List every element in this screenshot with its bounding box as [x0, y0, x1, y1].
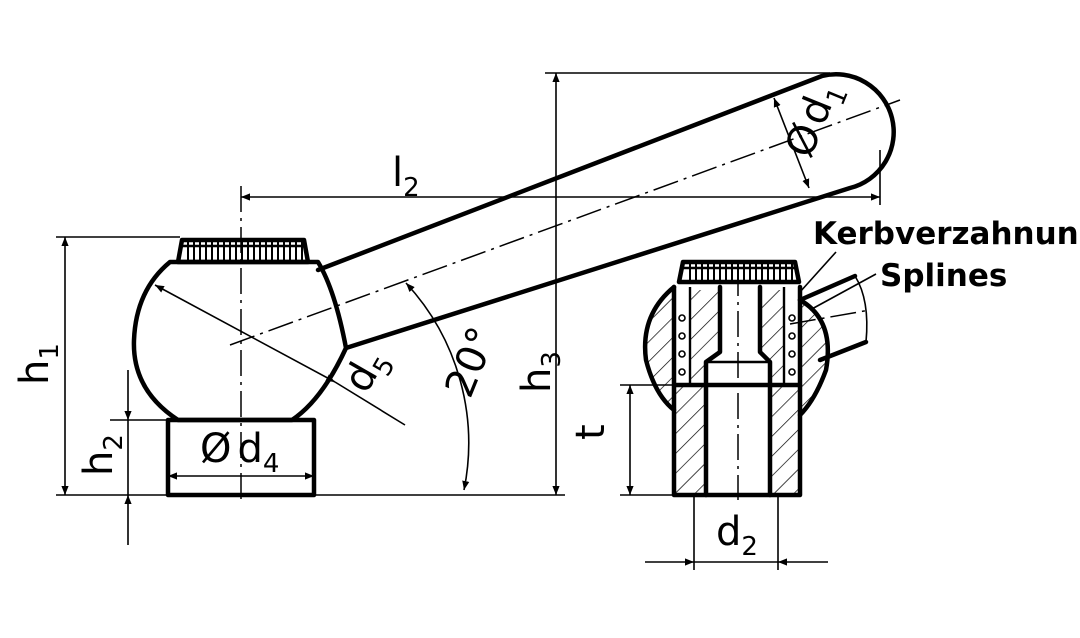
- l2-label: l2: [392, 150, 420, 203]
- lever-arm: [315, 72, 896, 351]
- section-view: t d2 Kerbverzahnung Splines: [568, 216, 1080, 570]
- h3-label: h3: [514, 351, 567, 393]
- callout-kerbverzahnung: Kerbverzahnung: [813, 216, 1080, 252]
- angle-label: 20°: [437, 321, 506, 404]
- h1-label: h1: [12, 343, 65, 385]
- knurled-cap: [175, 237, 311, 265]
- h2-label: h2: [76, 434, 129, 476]
- d2-label: d2: [716, 509, 758, 562]
- t-label: t: [568, 424, 614, 440]
- callout-splines: Splines: [880, 258, 1007, 294]
